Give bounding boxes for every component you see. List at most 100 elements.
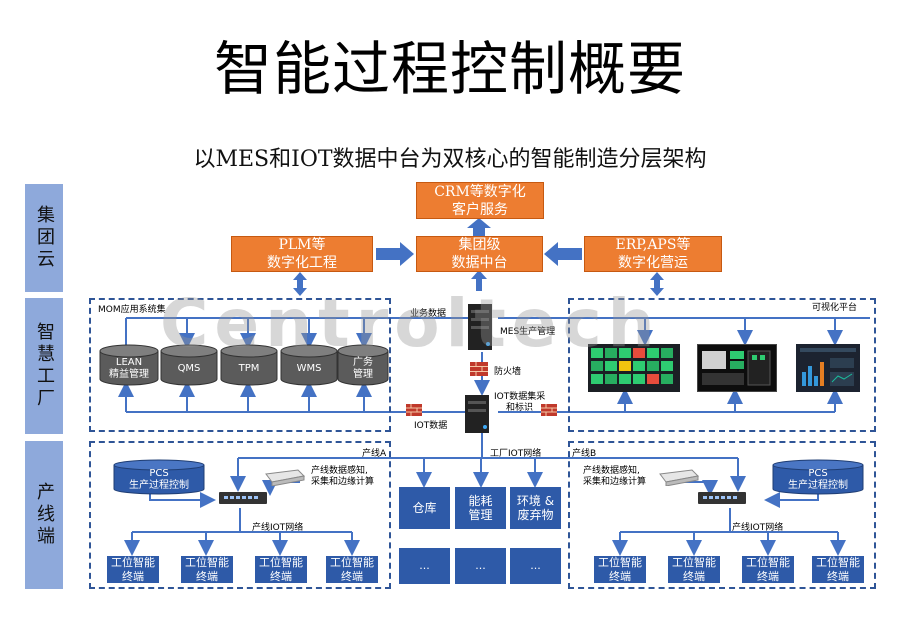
layer-label-factory: 智慧工厂 xyxy=(25,298,63,434)
environment-l2: 废弃物 xyxy=(517,508,554,522)
more-box-1: ... xyxy=(399,548,450,584)
environment-l1: 环境 & xyxy=(516,494,555,508)
crm-line2: 客户服务 xyxy=(452,201,508,218)
cylinder-lean: LEAN 精益管理 xyxy=(99,344,159,386)
viz-group xyxy=(568,298,876,432)
switch-a-icon xyxy=(218,490,268,506)
watermark-text: Centroltech xyxy=(160,285,661,362)
station-b3-l2: 终端 xyxy=(757,569,779,583)
plm-line1: PLM等 xyxy=(278,237,326,253)
center-line2: 数据中台 xyxy=(451,255,508,271)
cylinder-wms: WMS xyxy=(280,344,338,386)
line-b-group xyxy=(568,441,876,589)
more-box-2: ... xyxy=(455,548,506,584)
iot-collect-l2: 和标识 xyxy=(506,403,534,413)
cylinder-factory-affairs: 广务 管理 xyxy=(337,344,389,386)
pcs-a-l2: 生产过程控制 xyxy=(129,480,189,491)
station-a2-l1: 工位智能 xyxy=(185,555,229,569)
factory-iot-net-label: 工厂IOT网络 xyxy=(490,449,542,459)
pcs-b-l1: PCS xyxy=(808,468,828,479)
station-b1-l1: 工位智能 xyxy=(598,555,642,569)
sensing-b-label: 产线数据感知, 采集和边缘计算 xyxy=(583,466,646,488)
page-subtitle: 以MES和IOT数据中台为双核心的智能制造分层架构 xyxy=(193,147,707,172)
layer-label-line: 产线端 xyxy=(25,441,63,589)
group-data-center-box: 集团级 数据中台 xyxy=(416,236,543,272)
erp-box: ERP,APS等 数字化营运 xyxy=(584,236,722,272)
cyl-qms-l1: QMS xyxy=(177,363,201,374)
dashboard-screen-2 xyxy=(697,344,777,392)
iot-data-label: IOT数据 xyxy=(414,421,448,431)
station-a3-l2: 终端 xyxy=(270,569,292,583)
sensing-b-l1: 产线数据感知, xyxy=(583,466,640,476)
iot-collect-label: IOT数据集采 和标识 xyxy=(494,392,545,414)
layer-label-cloud: 集团云 xyxy=(25,184,63,292)
station-b2-l2: 终端 xyxy=(683,569,705,583)
more-3: ... xyxy=(530,559,541,572)
pcs-b-l2: 生产过程控制 xyxy=(788,480,848,491)
mom-group xyxy=(89,298,391,432)
edge-gateway-a-icon xyxy=(264,468,306,486)
cylinder-tpm: TPM xyxy=(220,344,278,386)
more-2: ... xyxy=(475,559,486,572)
iot-collect-l1: IOT数据集采 xyxy=(494,392,546,402)
mes-server-icon xyxy=(466,302,496,352)
plm-line2: 数字化工程 xyxy=(267,255,337,271)
more-1: ... xyxy=(419,559,430,572)
environment-box: 环境 &废弃物 xyxy=(510,487,561,529)
pcs-a-cylinder: PCS 生产过程控制 xyxy=(113,459,205,495)
cyl-wms-l1: WMS xyxy=(296,363,322,374)
cyl-fa-l2: 管理 xyxy=(353,369,373,380)
erp-line1: ERP,APS等 xyxy=(615,237,691,253)
station-a3: 工位智能终端 xyxy=(255,556,307,583)
energy-l2: 管理 xyxy=(468,508,493,522)
sensing-a-label: 产线数据感知, 采集和边缘计算 xyxy=(311,466,374,488)
sensing-a-l1: 产线数据感知, xyxy=(311,466,368,476)
line-b-net-label: 产线IOT网络 xyxy=(732,523,784,533)
station-b4-l2: 终端 xyxy=(827,569,849,583)
warehouse-box: 仓库 xyxy=(399,487,450,529)
station-a4-l2: 终端 xyxy=(341,569,363,583)
station-a4: 工位智能终端 xyxy=(326,556,378,583)
more-box-3: ... xyxy=(510,548,561,584)
energy-box: 能耗管理 xyxy=(455,487,506,529)
dashboard-screen-1 xyxy=(588,344,680,392)
dashboard-screen-3 xyxy=(796,344,860,392)
station-a3-l1: 工位智能 xyxy=(259,555,303,569)
station-b1-l2: 终端 xyxy=(609,569,631,583)
business-data-label: 业务数据 xyxy=(410,309,447,319)
firewall-right-icon xyxy=(541,404,557,416)
station-a4-l1: 工位智能 xyxy=(330,555,374,569)
station-b4-l1: 工位智能 xyxy=(816,555,860,569)
warehouse-l1: 仓库 xyxy=(412,501,437,515)
iot-server-icon xyxy=(463,393,493,435)
firewall-label: 防火墙 xyxy=(494,367,522,377)
pcs-a-l1: PCS xyxy=(149,468,169,479)
line-a-label: 产线A xyxy=(362,449,387,459)
line-a-net-label: 产线IOT网络 xyxy=(252,523,304,533)
energy-l1: 能耗 xyxy=(468,494,493,508)
firewall-icon xyxy=(470,362,488,376)
sensing-a-l2: 采集和边缘计算 xyxy=(311,477,375,487)
station-a2: 工位智能终端 xyxy=(181,556,233,583)
station-a2-l2: 终端 xyxy=(196,569,218,583)
station-a1: 工位智能终端 xyxy=(107,556,159,583)
crm-box: CRM等数字化 客户服务 xyxy=(416,182,544,219)
switch-b-icon xyxy=(697,490,747,506)
cyl-lean-l1: LEAN xyxy=(115,357,143,368)
station-b2-l1: 工位智能 xyxy=(672,555,716,569)
station-a1-l2: 终端 xyxy=(122,569,144,583)
page-title: 智能过程控制概要 xyxy=(213,35,686,103)
crm-line1: CRM等数字化 xyxy=(434,183,526,200)
station-b1: 工位智能终端 xyxy=(594,556,646,583)
line-a-group xyxy=(89,441,391,589)
viz-label: 可视化平台 xyxy=(812,303,858,313)
station-b3: 工位智能终端 xyxy=(742,556,794,583)
sensing-b-l2: 采集和边缘计算 xyxy=(583,477,647,487)
cyl-tpm-l1: TPM xyxy=(238,363,260,374)
cylinder-qms: QMS xyxy=(160,344,218,386)
mes-label: MES生产管理 xyxy=(500,327,556,337)
plm-box: PLM等 数字化工程 xyxy=(231,236,373,272)
mom-label: MOM应用系统集 xyxy=(98,305,166,315)
edge-gateway-b-icon xyxy=(658,468,700,486)
